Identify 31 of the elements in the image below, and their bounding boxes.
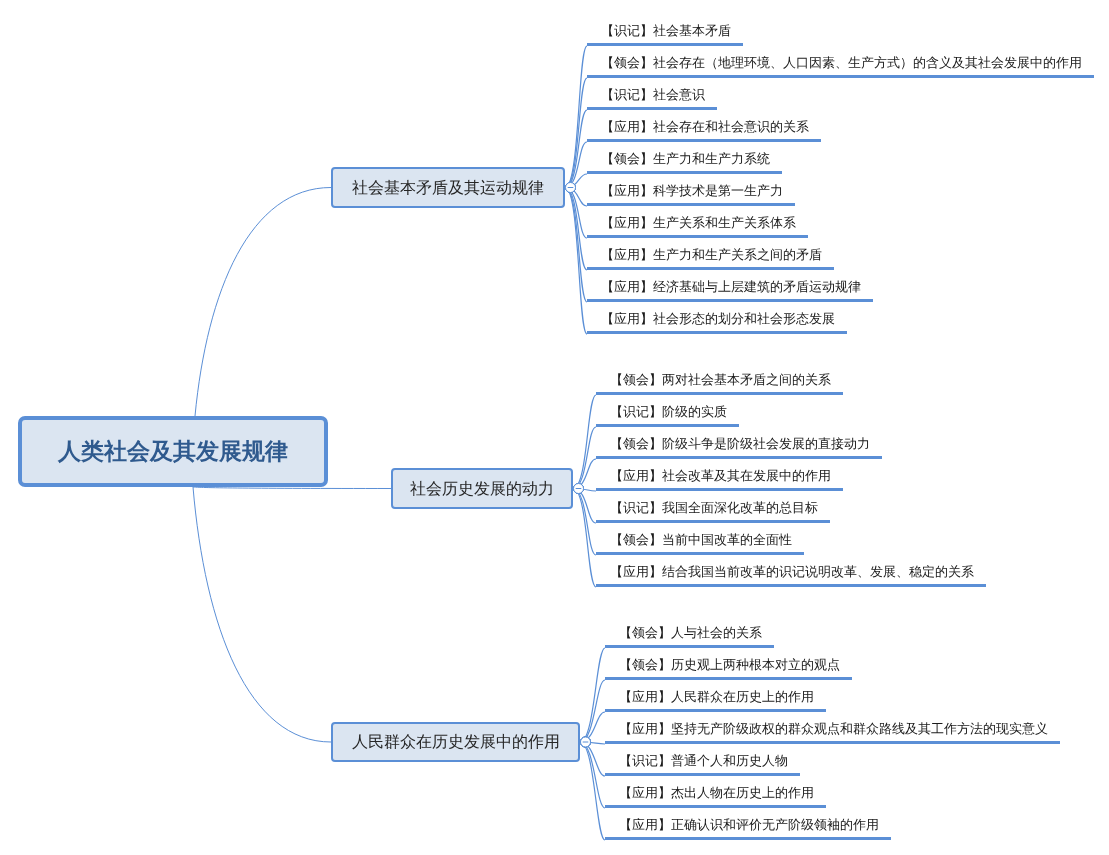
underlined-subtopic: 【应用】坚持无产阶级政权的群众观点和群众路线及其工作方法的现实意义 bbox=[605, 716, 1060, 744]
underlined-subtopic: 【应用】生产关系和生产关系体系 bbox=[587, 210, 808, 238]
topic-box: 人民群众在历史发展中的作用 bbox=[331, 722, 580, 762]
underlined-subtopic: 【识记】我国全面深化改革的总目标 bbox=[596, 495, 830, 523]
underlined-subtopic: 【应用】社会形态的划分和社会形态发展 bbox=[587, 306, 847, 334]
connector-line bbox=[192, 486, 332, 743]
underlined-subtopic: 【应用】正确认识和评价无产阶级领袖的作用 bbox=[605, 812, 891, 840]
connector-line bbox=[194, 187, 332, 417]
underlined-subtopic: 【领会】生产力和生产力系统 bbox=[587, 146, 782, 174]
underlined-subtopic: 【应用】生产力和生产关系之间的矛盾 bbox=[587, 242, 834, 270]
underlined-subtopic: 【应用】科学技术是第一生产力 bbox=[587, 178, 795, 206]
underlined-subtopic: 【领会】历史观上两种根本对立的观点 bbox=[605, 652, 852, 680]
underlined-subtopic: 【领会】人与社会的关系 bbox=[605, 620, 774, 648]
underlined-subtopic: 【应用】社会存在和社会意识的关系 bbox=[587, 114, 821, 142]
underlined-subtopic: 【应用】人民群众在历史上的作用 bbox=[605, 684, 826, 712]
underlined-subtopic: 【应用】结合我国当前改革的识记说明改革、发展、稳定的关系 bbox=[596, 559, 986, 587]
underlined-subtopic: 【应用】杰出人物在历史上的作用 bbox=[605, 780, 826, 808]
underlined-subtopic: 【领会】当前中国改革的全面性 bbox=[596, 527, 804, 555]
topic-box: 社会基本矛盾及其运动规律 bbox=[331, 167, 565, 208]
underlined-subtopic: 【领会】阶级斗争是阶级社会发展的直接动力 bbox=[596, 431, 882, 459]
underlined-subtopic: 【应用】社会改革及其在发展中的作用 bbox=[596, 463, 843, 491]
underlined-subtopic: 【应用】经济基础与上层建筑的矛盾运动规律 bbox=[587, 274, 873, 302]
connector-line bbox=[192, 486, 392, 489]
underlined-subtopic: 【领会】社会存在（地理环境、人口因素、生产方式）的含义及其社会发展中的作用 bbox=[587, 50, 1094, 78]
underlined-subtopic: 【识记】社会意识 bbox=[587, 82, 717, 110]
underlined-subtopic: 【领会】两对社会基本矛盾之间的关系 bbox=[596, 367, 843, 395]
topic-box: 社会历史发展的动力 bbox=[391, 468, 573, 509]
underlined-subtopic: 【识记】阶级的实质 bbox=[596, 399, 739, 427]
underlined-subtopic: 【识记】普通个人和历史人物 bbox=[605, 748, 800, 776]
central-topic-box: 人类社会及其发展规律 bbox=[18, 416, 328, 487]
underlined-subtopic: 【识记】社会基本矛盾 bbox=[587, 18, 743, 46]
